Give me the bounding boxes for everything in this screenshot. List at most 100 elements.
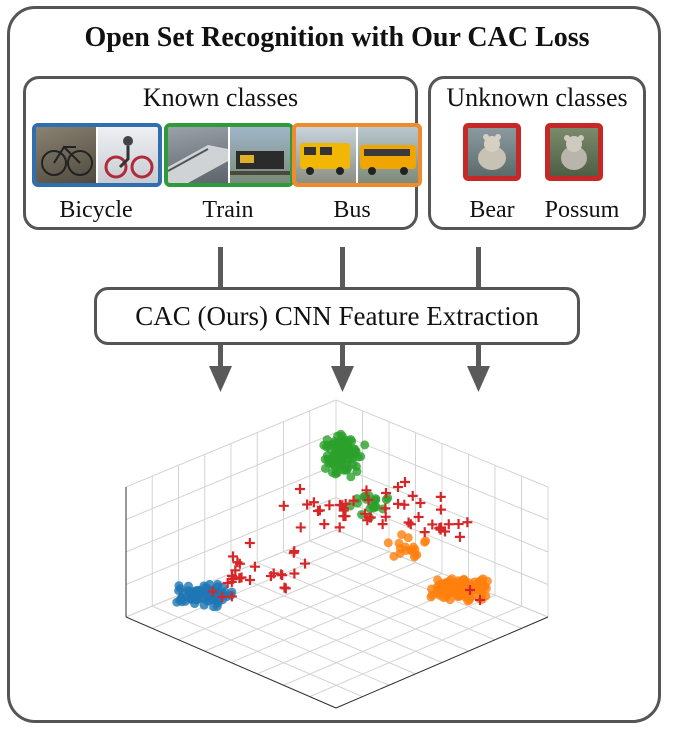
unknown-class-marker xyxy=(268,568,279,579)
bus-feature-point xyxy=(383,538,393,548)
train-feature-point xyxy=(351,446,361,456)
unknown-class-marker xyxy=(413,511,424,522)
bicycle-feature-point xyxy=(212,601,222,611)
unknown-class-marker xyxy=(363,495,374,506)
grid-line xyxy=(335,464,549,553)
unknown-class-marker xyxy=(234,558,245,569)
unknown-class-marker xyxy=(380,511,391,522)
grid-line xyxy=(309,605,522,698)
grid-line xyxy=(125,464,337,553)
unknown-class-marker xyxy=(393,482,403,492)
bicycle-feature-point xyxy=(196,586,206,596)
unknown-class-marker xyxy=(207,586,218,597)
grid-line xyxy=(335,432,549,520)
locomotive-photo-icon xyxy=(228,127,290,183)
feature-extraction-box: CAC (Ours) CNN Feature Extraction xyxy=(94,287,580,345)
bicycle-photo-icon xyxy=(36,127,96,183)
bus-photo-icon xyxy=(296,127,356,183)
unknown-class-marker xyxy=(405,519,416,530)
bicycle-feature-point xyxy=(213,579,223,589)
unknown-class-marker xyxy=(465,585,475,595)
bus-images xyxy=(292,123,422,187)
unknown-class-marker xyxy=(338,511,349,522)
train-feature-point xyxy=(383,493,393,503)
train-feature-point xyxy=(343,463,353,473)
train-feature-point xyxy=(336,457,346,467)
unknown-class-marker xyxy=(407,490,418,501)
unknown-class-marker xyxy=(319,519,330,530)
cyclist-photo-icon xyxy=(96,127,158,183)
unknown-class-marker xyxy=(365,512,376,523)
bear-label: Bear xyxy=(469,197,515,223)
train-feature-point xyxy=(332,468,342,478)
unknown-class-marker xyxy=(360,508,371,519)
grid-line xyxy=(204,583,416,675)
train-feature-point xyxy=(346,434,356,444)
grid-line xyxy=(230,573,443,663)
bicycle-label: Bicycle xyxy=(59,197,133,223)
train-feature-point xyxy=(328,458,338,468)
grid-line xyxy=(152,605,363,698)
grid-line xyxy=(335,399,549,488)
figure-title: Open Set Recognition with Our CAC Loss xyxy=(84,22,590,53)
bicycle-feature-point xyxy=(175,595,185,605)
school-bus-photo-icon xyxy=(356,127,418,183)
bus-feature-point xyxy=(436,580,446,590)
unknown-class-marker xyxy=(288,547,299,558)
unknown-class-marker xyxy=(302,499,313,510)
unknown-class-marker xyxy=(377,519,388,530)
train-feature-point xyxy=(323,440,333,450)
unknown-class-marker xyxy=(244,538,255,549)
train-feature-point xyxy=(342,446,352,456)
unknown-class-marker xyxy=(335,500,345,510)
known-classes-title: Known classes xyxy=(142,83,299,112)
train-photo-icon xyxy=(168,127,228,183)
bus-feature-point xyxy=(464,595,474,605)
connector-left-top xyxy=(218,247,223,287)
unknown-class-marker xyxy=(381,488,392,499)
unknown-class-marker xyxy=(227,571,237,581)
train-feature-point xyxy=(370,502,380,512)
unknown-class-marker xyxy=(462,517,473,528)
unknown-class-marker xyxy=(295,522,306,533)
unknown-class-marker xyxy=(324,500,335,511)
unknown-class-marker xyxy=(249,561,260,572)
bus-feature-point xyxy=(403,533,413,543)
unknown-class-marker xyxy=(419,527,430,538)
unknown-class-marker xyxy=(427,519,438,530)
bus-feature-point xyxy=(456,585,466,595)
unknown-classes-group: Unknown classes Bear Possum xyxy=(428,76,646,230)
grid-line xyxy=(335,616,549,709)
unknown-class-marker xyxy=(453,519,464,530)
bus-feature-point xyxy=(441,592,451,602)
bicycle-feature-point xyxy=(204,591,214,601)
unknown-class-marker xyxy=(415,498,426,509)
figure-frame xyxy=(7,6,661,723)
unknown-class-marker xyxy=(435,491,446,502)
bus-feature-point xyxy=(407,545,417,555)
unknown-class-marker xyxy=(230,565,241,576)
grid-line xyxy=(125,432,337,520)
possum-photo-icon xyxy=(545,123,603,181)
bicycle-images xyxy=(32,123,162,187)
bus-feature-point xyxy=(421,536,431,546)
bus-label: Bus xyxy=(333,197,371,223)
unknown-class-marker xyxy=(443,519,454,530)
unknown-class-marker xyxy=(475,595,485,605)
train-feature-point xyxy=(337,431,347,441)
unknown-class-marker xyxy=(228,551,239,562)
unknown-class-marker xyxy=(340,498,351,509)
bear-photo-icon xyxy=(463,123,521,181)
connector-right-top xyxy=(476,247,481,287)
unknown-class-marker xyxy=(361,485,372,496)
unknown-class-marker xyxy=(393,498,404,509)
unknown-class-marker xyxy=(400,477,410,487)
unknown-class-marker xyxy=(348,495,359,506)
grid-line xyxy=(125,497,337,585)
unknown-class-marker xyxy=(236,572,247,583)
bus-feature-point xyxy=(473,586,483,596)
unknown-class-marker xyxy=(380,503,391,514)
unknown-class-marker xyxy=(308,497,319,508)
